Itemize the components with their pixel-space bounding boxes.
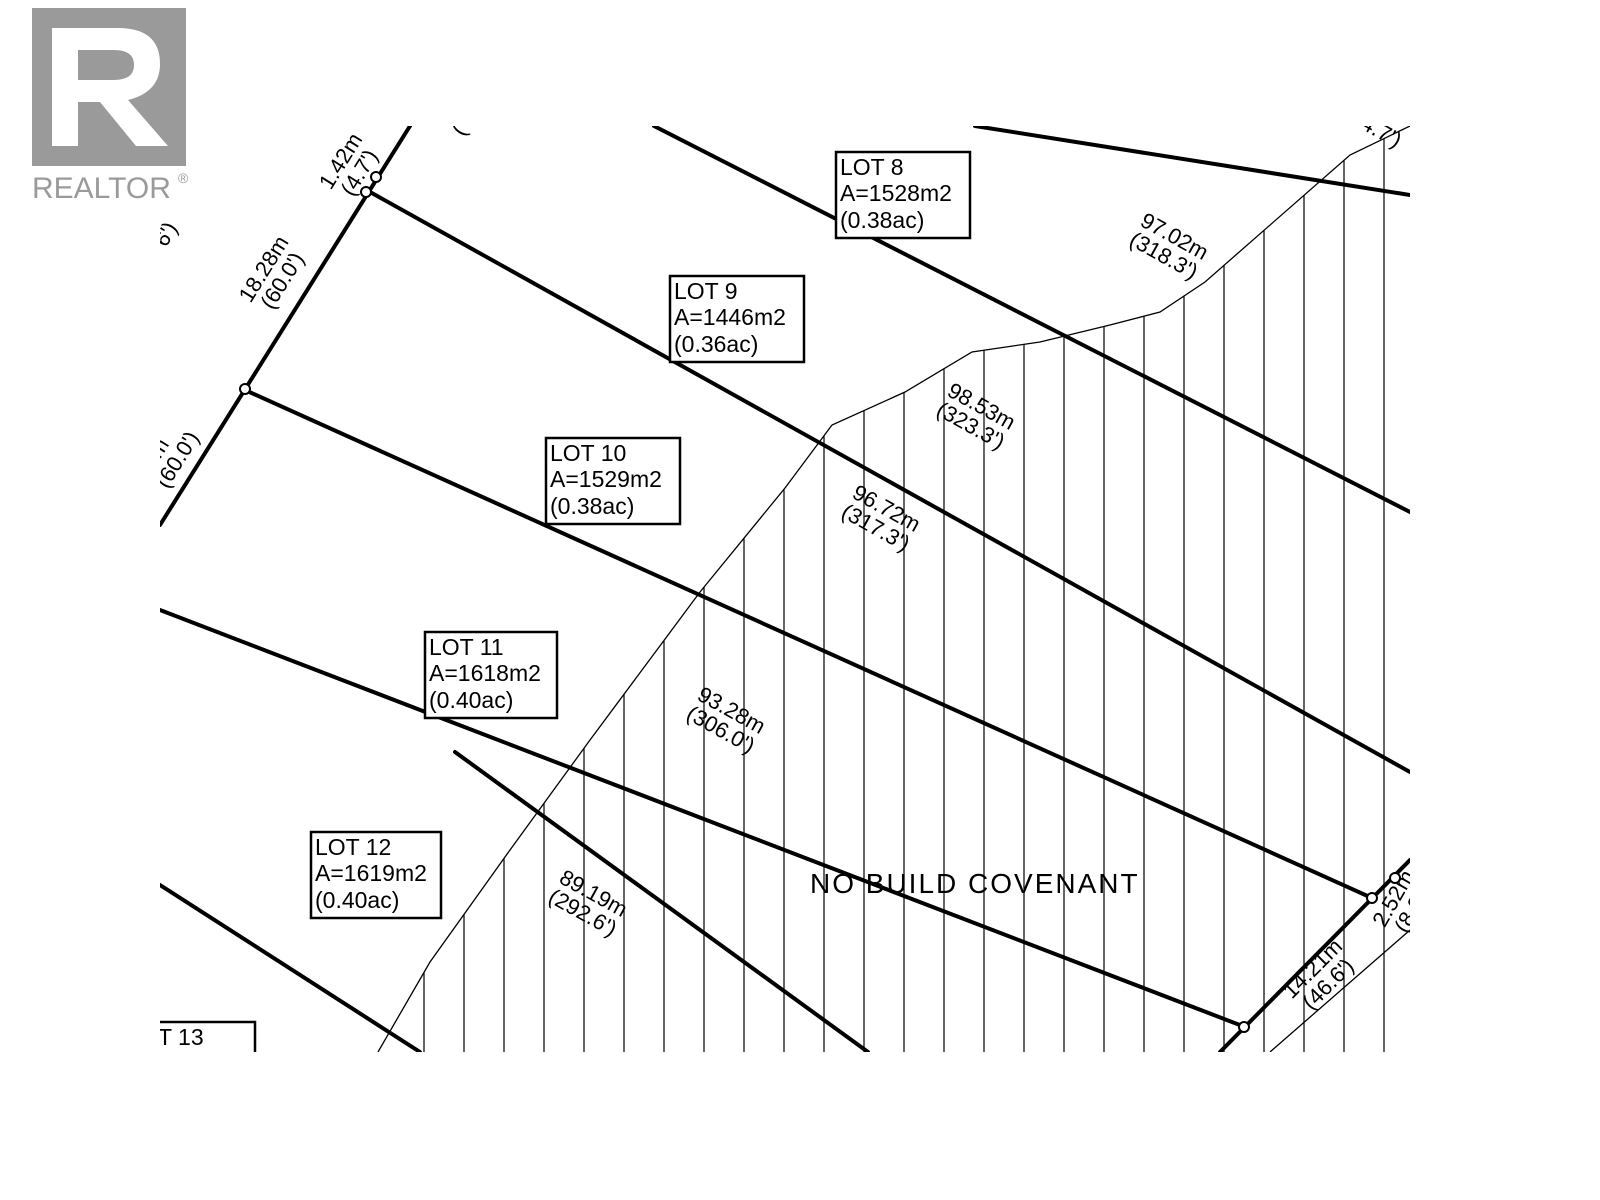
realtor-wordmark: REALTOR	[32, 172, 171, 205]
lot-name: LOT 10	[550, 440, 626, 466]
lot-lines	[160, 126, 1410, 1052]
lot-name: LOT 11	[429, 634, 504, 660]
lot-area: A=1619m2	[315, 860, 427, 886]
dim-89.19m: 89.19m (292.6')	[544, 864, 631, 941]
registered-mark: ®	[178, 170, 189, 186]
lot-area: A=1529m2	[550, 466, 662, 492]
lot-acres: (0.40ac)	[429, 687, 513, 713]
lot-area: A=1528m2	[840, 180, 952, 206]
lot-name: LOT 8	[840, 154, 904, 180]
lot-label-13: T 13	[158, 1020, 257, 1052]
svg-text:(60.0'): (60.0')	[150, 427, 204, 493]
dim-97.02m: 97.02m (318.3')	[1125, 207, 1212, 284]
dim-2.52m: 2.52m (8.3')	[1367, 866, 1410, 937]
dim-96.72m: 96.72m (317.3')	[837, 479, 924, 556]
survey-pin	[1366, 892, 1378, 904]
lot-acres: (0.38ac)	[550, 493, 634, 519]
dim-fragment-left: m (60.0')	[150, 427, 204, 493]
lot-label-8: LOT 8 A=1528m2 (0.38ac)	[834, 150, 972, 240]
dim-14.21m: 14.21m (46.6')	[1278, 934, 1359, 1015]
lot-area: A=1618m2	[429, 660, 541, 686]
lot-label-12: LOT 12 A=1619m2 (0.40ac)	[309, 830, 443, 920]
svg-text:4.7'): 4.7')	[1357, 110, 1406, 152]
lot-name: T 13	[158, 1024, 204, 1050]
svg-text:(: (	[446, 120, 471, 140]
lot-name: LOT 9	[674, 278, 738, 304]
lot-label-9: LOT 9 A=1446m2 (0.36ac)	[668, 274, 806, 364]
dim-fragment-top-right: 4.7')	[1357, 110, 1406, 153]
lot-acres: (0.36ac)	[674, 331, 758, 357]
survey-pin	[360, 186, 372, 198]
svg-text:6'): 6')	[149, 217, 183, 250]
lot-name: LOT 12	[315, 834, 391, 860]
dim-18.28m: 18.28m (60.0')	[234, 231, 310, 313]
survey-pin	[1238, 1021, 1250, 1033]
survey-pin	[370, 171, 382, 183]
covenant-hatch	[423, 126, 1385, 1052]
road-edge-line	[1269, 929, 1410, 1052]
dim-fragment-top: (	[446, 120, 471, 140]
no-build-covenant-label: NO BUILD COVENANT	[810, 868, 1140, 899]
survey-pin	[1389, 872, 1401, 884]
dim-fragment-top-left: 6')	[149, 217, 183, 250]
lot-acres: (0.38ac)	[840, 207, 924, 233]
lot-acres: (0.40ac)	[315, 887, 399, 913]
lot-label-10: LOT 10 A=1529m2 (0.38ac)	[544, 436, 682, 526]
dim-98.53m: 98.53m (323.3')	[932, 377, 1019, 454]
dim-93.28m: 93.28m (306.0')	[682, 681, 769, 758]
realtor-logo: REALTOR ®	[32, 8, 189, 205]
lot-label-11: LOT 11 A=1618m2 (0.40ac)	[423, 630, 559, 720]
covenant-boundary	[377, 126, 1410, 1052]
survey-pin	[239, 383, 251, 395]
lot-area: A=1446m2	[674, 304, 786, 330]
